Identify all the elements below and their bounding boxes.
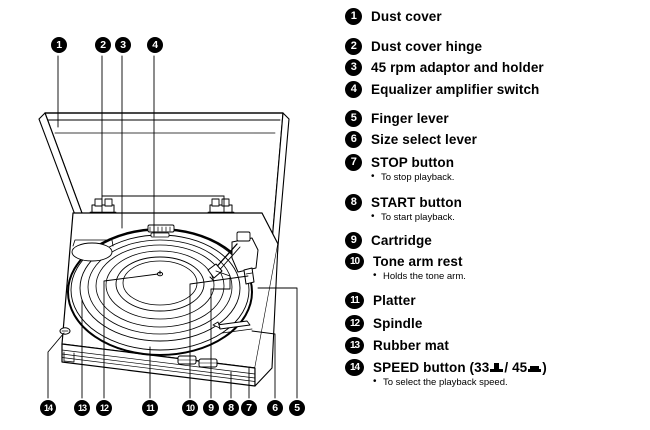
legend-label-8: START button bbox=[371, 195, 462, 210]
callout-13: 13 bbox=[74, 400, 90, 416]
adaptor-holder-shape bbox=[147, 224, 175, 233]
parts-legend: 1 Dust cover 2 Dust cover hinge 3 45 rpm… bbox=[345, 0, 650, 430]
callout-4: 4 bbox=[147, 37, 163, 53]
legend-number-12: 12 bbox=[345, 315, 364, 332]
legend-number-1: 1 bbox=[345, 8, 362, 25]
lp-record-icon bbox=[490, 363, 504, 373]
legend-label-10: Tone arm rest bbox=[373, 254, 463, 269]
legend-item-45-rpm-adaptor: 3 45 rpm adaptor and holder bbox=[345, 59, 544, 76]
legend-number-2: 2 bbox=[345, 38, 362, 55]
legend-number-14: 14 bbox=[345, 359, 364, 376]
legend-label-9: Cartridge bbox=[371, 233, 432, 248]
legend-number-5: 5 bbox=[345, 110, 362, 127]
legend-number-8: 8 bbox=[345, 194, 362, 211]
legend-number-7: 7 bbox=[345, 154, 362, 171]
legend-number-13: 13 bbox=[345, 337, 364, 354]
speed-33-value: 33 bbox=[474, 360, 490, 375]
legend-label-1: Dust cover bbox=[371, 9, 442, 24]
legend-item-platter: 11 Platter bbox=[345, 292, 416, 309]
legend-number-6: 6 bbox=[345, 131, 362, 148]
legend-item-stop-button: 7 STOP button To stop playback. bbox=[345, 154, 454, 184]
callout-8: 8 bbox=[223, 400, 239, 416]
legend-number-4: 4 bbox=[345, 81, 362, 98]
legend-item-speed-button: 14 SPEED button (33 / 45) To select the p… bbox=[345, 359, 547, 389]
legend-item-start-button: 8 START button To start playback. bbox=[345, 194, 462, 224]
equalizer-switch-shape bbox=[150, 232, 170, 238]
legend-label-11: Platter bbox=[373, 293, 416, 308]
legend-sub-8: To start playback. bbox=[371, 211, 462, 224]
callout-14: 14 bbox=[40, 400, 56, 416]
legend-label-5: Finger lever bbox=[371, 111, 449, 126]
legend-item-spindle: 12 Spindle bbox=[345, 315, 422, 332]
legend-label-2: Dust cover hinge bbox=[371, 39, 483, 54]
legend-label-13: Rubber mat bbox=[373, 338, 450, 353]
legend-number-11: 11 bbox=[345, 292, 364, 309]
legend-number-3: 3 bbox=[345, 59, 362, 76]
legend-item-finger-lever: 5 Finger lever bbox=[345, 110, 449, 127]
legend-sub-14: To select the playback speed. bbox=[373, 376, 547, 389]
callout-11: 11 bbox=[142, 400, 158, 416]
size-select-lever-shape bbox=[221, 328, 253, 334]
finger-lever-shape bbox=[212, 320, 251, 330]
speed-separator: / bbox=[504, 360, 509, 375]
deck-recess-shape bbox=[71, 239, 114, 262]
callout-12: 12 bbox=[96, 400, 112, 416]
legend-number-10: 10 bbox=[345, 253, 364, 270]
legend-item-rubber-mat: 13 Rubber mat bbox=[345, 337, 449, 354]
legend-item-tone-arm-rest: 10 Tone arm rest Holds the tone arm. bbox=[345, 253, 466, 283]
legend-item-size-select-lever: 6 Size select lever bbox=[345, 131, 477, 148]
legend-label-7: STOP button bbox=[371, 155, 455, 170]
callout-1: 1 bbox=[51, 37, 67, 53]
speed-button-suffix: ) bbox=[542, 360, 547, 375]
legend-item-cartridge: 9 Cartridge bbox=[345, 232, 432, 249]
callout-2: 2 bbox=[95, 37, 111, 53]
callout-3: 3 bbox=[115, 37, 131, 53]
legend-sub-7: To stop playback. bbox=[371, 171, 454, 184]
legend-sub-10: Holds the tone arm. bbox=[373, 270, 466, 283]
tone-arm-shape bbox=[207, 231, 259, 285]
speed-45-value: 45 bbox=[512, 360, 528, 375]
legend-item-dust-cover-hinge: 2 Dust cover hinge bbox=[345, 38, 482, 55]
legend-item-dust-cover: 1 Dust cover bbox=[345, 8, 442, 25]
callout-10: 10 bbox=[182, 400, 198, 416]
legend-label-3: 45 rpm adaptor and holder bbox=[371, 60, 544, 75]
speed-button-shape bbox=[59, 327, 71, 335]
callout-5: 5 bbox=[289, 400, 305, 416]
legend-label-14: SPEED button (33 / 45) bbox=[373, 359, 547, 376]
transport-buttons-shape bbox=[177, 355, 218, 368]
single-record-icon bbox=[528, 363, 542, 373]
legend-label-12: Spindle bbox=[373, 316, 423, 331]
leader-lines-bottom bbox=[47, 270, 298, 399]
speed-button-prefix: SPEED button ( bbox=[373, 360, 475, 375]
callout-6: 6 bbox=[267, 400, 283, 416]
legend-label-6: Size select lever bbox=[371, 132, 478, 147]
leader-lines-top bbox=[57, 55, 225, 237]
legend-label-4: Equalizer amplifier switch bbox=[371, 82, 540, 97]
callout-9: 9 bbox=[203, 400, 219, 416]
platter-shape bbox=[67, 228, 253, 356]
legend-number-9: 9 bbox=[345, 232, 362, 249]
legend-item-equalizer-switch: 4 Equalizer amplifier switch bbox=[345, 81, 539, 98]
turntable-illustration bbox=[38, 55, 298, 399]
callout-7: 7 bbox=[241, 400, 257, 416]
